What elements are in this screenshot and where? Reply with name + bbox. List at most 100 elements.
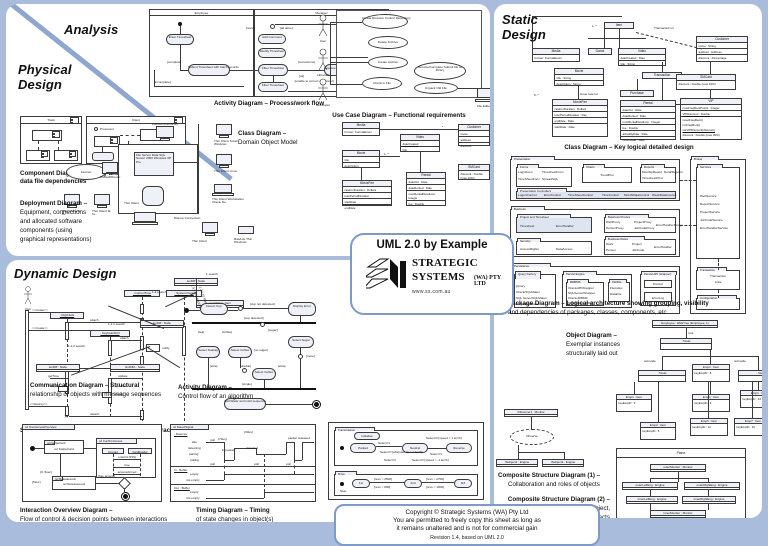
actor-developer-icon	[318, 78, 328, 101]
part-subject1: /Subject1 : Engine	[496, 459, 538, 467]
activation	[108, 340, 112, 356]
state-neutral	[402, 443, 428, 453]
action-submit-timesheet	[188, 64, 230, 76]
caption-activity-control-2: Control flow of an algorithm	[178, 393, 254, 400]
heading-static-line1: Static	[502, 12, 539, 27]
initial-node	[30, 446, 35, 451]
class-customer: Customer name address discount	[458, 124, 490, 148]
package-security: Security	[516, 237, 592, 255]
object-item: Emp1 : Item keyEmpID : 14	[740, 390, 762, 408]
initial-state	[340, 446, 344, 450]
note-display	[102, 392, 112, 398]
usecase-browse-submit	[414, 62, 466, 80]
activation	[65, 406, 69, 416]
strategic-systems-logo-icon	[366, 258, 406, 289]
class-game: Game	[588, 48, 612, 55]
class-persist	[644, 280, 672, 288]
object-root: Employee : EMsTree (Employee, 1)	[652, 320, 718, 328]
final-node	[312, 400, 321, 409]
class-moviefee: MovieFee rateForDuration : Dollars loanP…	[552, 99, 608, 137]
component-icon	[51, 131, 60, 138]
component-box	[54, 150, 78, 161]
class-errorlog	[644, 292, 672, 302]
copyright-line2: You are permitted to freely copy this sh…	[393, 517, 541, 524]
class-smcard: SMCard discount : Double (max 10%)	[676, 74, 736, 90]
action-enter-timesheet	[166, 34, 194, 45]
caption-package-2: and dependencies of packages, classes, c…	[508, 309, 667, 316]
usecase-create-repo	[362, 14, 408, 29]
initial-node	[184, 308, 189, 313]
object-lev-diff-3: levDiff : Node	[36, 364, 80, 372]
caption-object-2: Exemplar instances	[566, 341, 620, 348]
action-select-teabag	[196, 346, 220, 358]
logo-website-url[interactable]: www.ss.com.au	[412, 289, 451, 295]
panel-static-design: Item Media format : FormatEnum Game Vide…	[494, 4, 762, 518]
class-vip: VIP numFreqRentPoints : Integer VIPDisco…	[680, 98, 742, 140]
class-video: Video dateCreated title	[400, 134, 440, 152]
class-moviefee: MovieFee rateForDuration : Dollars loanP…	[342, 180, 392, 210]
caption-timing-2: of state changes in object(s)	[196, 516, 274, 522]
action-filter-timesheet-2	[258, 82, 288, 92]
database-node	[142, 186, 164, 206]
package-project-timesheet: Project and Timesheet	[516, 213, 592, 233]
node-file-server	[134, 152, 174, 176]
caption-communication-2: relationship of objects with message seq…	[30, 391, 162, 398]
logo-company-suffix: (WA) PTY LTD	[474, 275, 501, 287]
poster-title: UML 2.0 by Example	[376, 239, 488, 251]
action-select-coffee	[228, 346, 252, 358]
collaboration-observe	[510, 429, 554, 445]
lifeline-currenttime: : CurrentTime	[124, 290, 160, 297]
caption-package-1: Package Diagram – Logical architecture s…	[508, 300, 709, 307]
caption-activity-control-1: Activity Diagram –	[178, 384, 232, 391]
caption-composite1-2: Collaboration and roles of objects	[508, 481, 600, 488]
state-reverse	[446, 443, 472, 453]
caption-timing-1: Timing Diagram – Timing	[196, 507, 270, 514]
action-modify-timesheet	[258, 48, 286, 58]
lifeline-digiclock: : DigiClock	[50, 312, 84, 319]
lifeline-keyboardctrl: : KeyboardCtrl	[90, 330, 130, 337]
caption-class-detailed: Class Diagram – Key logical detailed des…	[564, 144, 694, 151]
frame-timing: sd DetectSignal	[170, 424, 316, 502]
component-icon	[69, 117, 79, 124]
lifeline-keypad: Keypad	[102, 448, 124, 454]
class-rental: Rental dateOut : Date dateRented : Date …	[620, 100, 676, 142]
note-display	[58, 386, 68, 392]
caption-activity-process: Activity Diagram – Process/work flow	[213, 100, 325, 107]
part-inner-left-eng: innerLeftEng : Engine	[626, 496, 678, 504]
caption-communication-1: Communication Diagram – Structural	[30, 382, 140, 389]
object-node-root: : Node	[660, 338, 712, 350]
action-filter-timesheet	[258, 64, 288, 76]
heading-static-design: Static Design	[502, 12, 546, 42]
package-business-proxies: Business Proxies	[604, 213, 676, 233]
revision-text: Revision 1.4, based on UML 2.0	[430, 535, 504, 541]
state-1st	[352, 479, 370, 488]
action-detect-cup	[200, 303, 228, 315]
caption-deployment-4: components (using	[20, 227, 73, 234]
caption-interaction-overview-1: Interaction Overview Diagram –	[20, 507, 113, 514]
activation	[65, 322, 69, 340]
object-item-root: Emp1 : Item keyEmpID : 8	[692, 364, 730, 382]
object-node-left: : Node	[638, 370, 686, 382]
package-transaction: Transaction	[696, 266, 740, 290]
join-bar	[192, 388, 316, 390]
action-display-error	[288, 302, 316, 316]
package-business-rules: Business Rules	[604, 235, 676, 255]
component-box	[92, 152, 114, 161]
component-icon	[109, 137, 118, 144]
heading-physical-design: Physical Design	[18, 62, 72, 92]
decision-node	[298, 354, 303, 359]
object-item: Emp1 : Item keyEmpID : 9	[692, 394, 730, 412]
package-forms: Forms	[516, 163, 572, 187]
heading-physical-line1: Physical	[18, 62, 72, 77]
class-media: Media format : FormatEnum	[532, 48, 580, 62]
state-2nd	[404, 479, 422, 488]
package-query-factory: Query Factory	[514, 270, 556, 308]
logo-box: UML 2.0 by Example STRATEGIC SYSTEMS (WA…	[350, 233, 514, 315]
copyright-line3: it remains unaltered and is not for comm…	[396, 525, 538, 532]
caption-composite2-1: Composite Structure Diagram (2) –	[507, 496, 610, 503]
part-inner-right-eng: innerRightEng : Engine	[682, 496, 736, 504]
package-rdbms: RDBMS	[566, 278, 604, 306]
action-select-coffee-2	[252, 368, 276, 380]
state-initialise	[354, 432, 380, 440]
component-icon	[40, 151, 48, 158]
